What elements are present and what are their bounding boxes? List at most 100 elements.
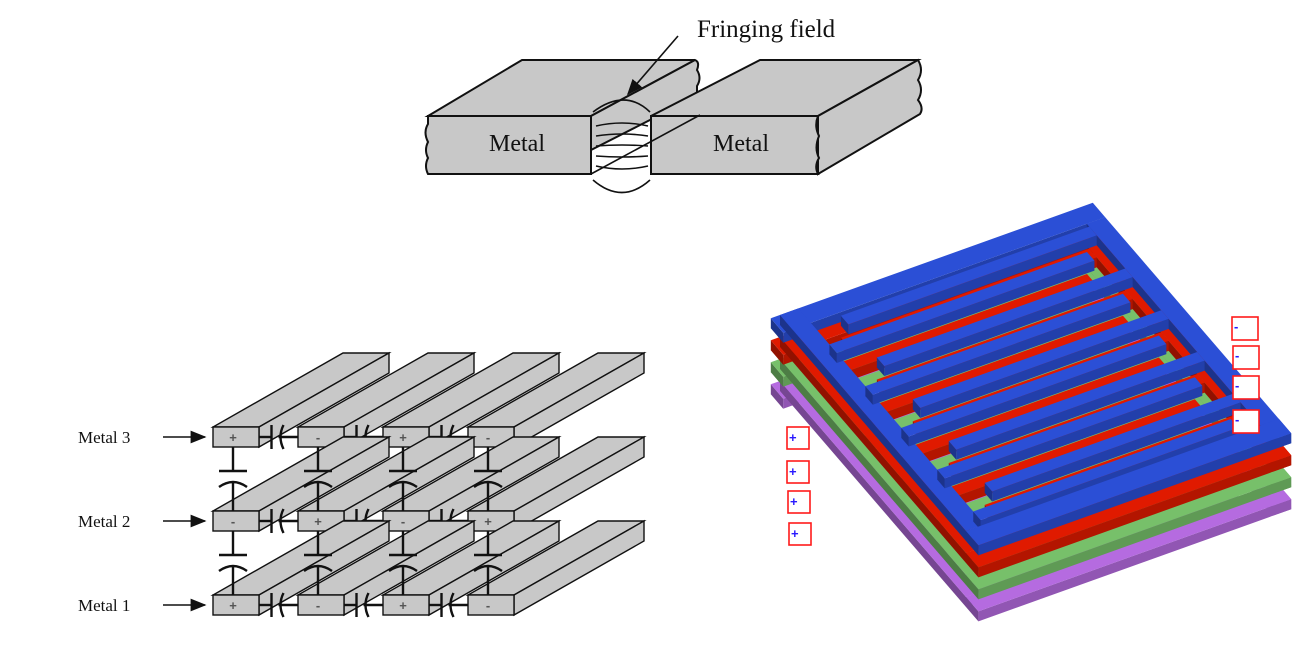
metal-segment	[966, 531, 979, 556]
capacitor-symbol	[259, 424, 298, 450]
layer-label: Metal 1	[78, 596, 130, 615]
metal-segment	[973, 511, 981, 531]
terminal-minus: -	[1232, 409, 1260, 434]
fringing-field-diagram: Metal Metal Fringing field	[424, 16, 923, 194]
metal-bar: -	[465, 519, 647, 617]
polarity-label: -	[316, 430, 320, 445]
metal-segment	[966, 575, 979, 600]
svg-text:-: -	[1235, 378, 1239, 393]
metal-segment	[984, 482, 993, 502]
svg-text:+: +	[790, 494, 798, 509]
metal-segment	[780, 315, 966, 541]
svg-text:-: -	[1235, 348, 1239, 363]
svg-text:+: +	[791, 526, 799, 541]
metal-segment	[978, 433, 1292, 556]
metal-segment	[770, 384, 784, 409]
fringing-field-label: Fringing field	[697, 16, 836, 43]
metal-segment	[770, 340, 784, 365]
metal-segment	[836, 260, 1095, 364]
right-metal-block: Metal	[650, 58, 923, 176]
metal-segment	[978, 477, 1292, 600]
capacitor-symbol	[303, 447, 333, 511]
metal-layer	[770, 202, 1292, 556]
terminal-minus: -	[1232, 345, 1260, 370]
metal-segment	[920, 318, 1169, 418]
metal-segment	[966, 418, 1292, 546]
capacitor-symbol	[303, 531, 333, 595]
capacitor-symbol	[344, 592, 383, 618]
metal-segment	[780, 308, 985, 531]
metal-segment	[770, 202, 1106, 333]
metal-segment	[865, 293, 1131, 395]
layer-label: Metal 3	[78, 428, 130, 447]
metal-segment	[901, 335, 1167, 437]
capacitor-symbol	[218, 531, 248, 595]
metal-bar: -	[295, 351, 477, 449]
metal-segment	[770, 318, 784, 343]
metal-segment	[901, 427, 909, 447]
metal-segment	[829, 274, 1095, 376]
capacitor-symbol	[473, 531, 503, 595]
svg-text:+: +	[789, 464, 797, 479]
metal-segment	[780, 359, 966, 585]
polarity-label: -	[316, 598, 320, 613]
fringing-field-lines	[590, 99, 701, 194]
metal-segment	[966, 440, 1292, 568]
left-metal-label: Metal	[489, 131, 545, 157]
metal-segment	[966, 553, 979, 578]
metal-segment	[780, 381, 966, 607]
svg-text:-: -	[1234, 319, 1238, 334]
capacitor-symbol	[429, 592, 468, 618]
layer-label: Metal 2	[78, 512, 130, 531]
metal-segment	[840, 315, 849, 335]
polarity-label: -	[401, 514, 405, 529]
metal-segment	[966, 484, 1292, 612]
capacitor-symbol	[473, 447, 503, 511]
metal-segment	[984, 393, 1241, 492]
left-metal-block: Metal	[424, 58, 701, 175]
capacitor-symbol	[259, 508, 298, 534]
metal-segment	[840, 226, 1097, 325]
polarity-label: +	[399, 598, 407, 613]
svg-text:+: +	[789, 430, 797, 445]
right-metal-label: Metal	[713, 131, 769, 157]
metal-segment	[956, 360, 1205, 460]
metal-segment	[908, 344, 1167, 447]
svg-text:-: -	[1235, 412, 1239, 427]
metal-segment	[865, 315, 1131, 417]
metal-segment	[992, 402, 1241, 502]
metal-segment	[966, 462, 1292, 590]
capacitor-symbol	[259, 592, 298, 618]
metal-segment	[1086, 223, 1273, 450]
metal-segment	[944, 385, 1203, 489]
capacitor-symbol	[388, 531, 418, 595]
polarity-label: +	[229, 430, 237, 445]
capacitor-symbol	[218, 447, 248, 511]
polarity-label: -	[486, 598, 490, 613]
metal-segment	[884, 277, 1133, 377]
metal-bar: +	[465, 435, 647, 533]
annotation-arrow	[626, 35, 679, 96]
metal-segment	[901, 357, 1167, 459]
metal-segment	[912, 399, 921, 418]
polarity-label: -	[486, 430, 490, 445]
polarity-label: +	[399, 430, 407, 445]
terminal-plus: +	[786, 460, 810, 484]
metal-segment	[978, 455, 1292, 578]
metal-segment	[978, 499, 1292, 622]
metal-segment	[937, 377, 1203, 479]
polarity-label: -	[231, 514, 235, 529]
metal-segment	[770, 362, 784, 387]
metal-segment	[829, 252, 1095, 354]
metal-segment	[966, 597, 979, 622]
terminal-minus: -	[1231, 316, 1259, 341]
metal-segment	[937, 469, 945, 489]
metal-segment	[973, 419, 1239, 521]
terminal-plus: +	[787, 490, 811, 514]
polarity-label: +	[484, 514, 492, 529]
metal-segment	[912, 310, 1169, 408]
capacitor-symbol	[388, 447, 418, 511]
metal-segment	[876, 357, 885, 377]
